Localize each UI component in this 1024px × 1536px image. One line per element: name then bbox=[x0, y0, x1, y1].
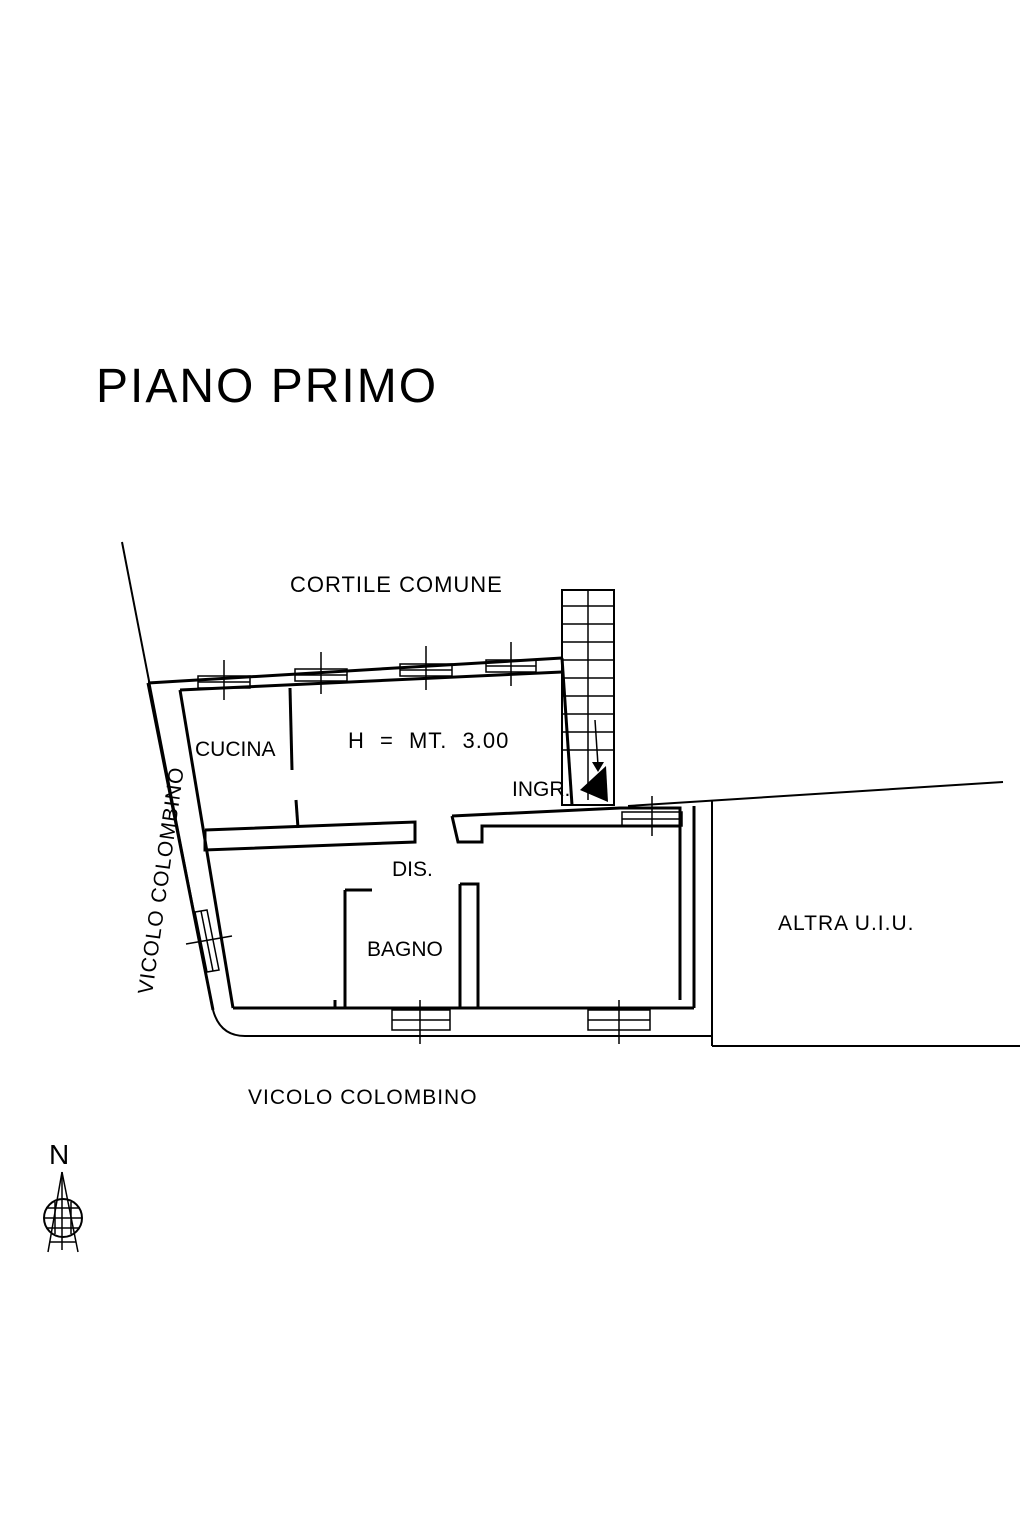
label-altra-uiu: ALTRA U.I.U. bbox=[778, 912, 914, 935]
window-west bbox=[185, 909, 233, 973]
label-cortile-comune: CORTILE COMUNE bbox=[290, 572, 503, 597]
label-vicolo-side: VICOLO COLOMBINO bbox=[134, 765, 189, 996]
label-cucina: CUCINA bbox=[195, 738, 276, 761]
plan-title: PIANO PRIMO bbox=[96, 360, 438, 413]
windows-north bbox=[197, 642, 683, 836]
windows-south bbox=[391, 1000, 651, 1044]
label-vicolo-bottom: VICOLO COLOMBINO bbox=[248, 1086, 478, 1109]
label-height: H = MT. 3.00 bbox=[348, 728, 509, 753]
label-bagno: BAGNO bbox=[367, 938, 443, 961]
label-disimpegno: DIS. bbox=[392, 858, 433, 881]
compass-north-label: N bbox=[49, 1139, 69, 1170]
label-ingresso: INGR. bbox=[512, 778, 570, 801]
entrance-arrow-icon bbox=[580, 766, 608, 802]
north-compass: N bbox=[43, 1139, 83, 1253]
compass-icon bbox=[43, 1171, 83, 1253]
staircase bbox=[561, 589, 615, 806]
